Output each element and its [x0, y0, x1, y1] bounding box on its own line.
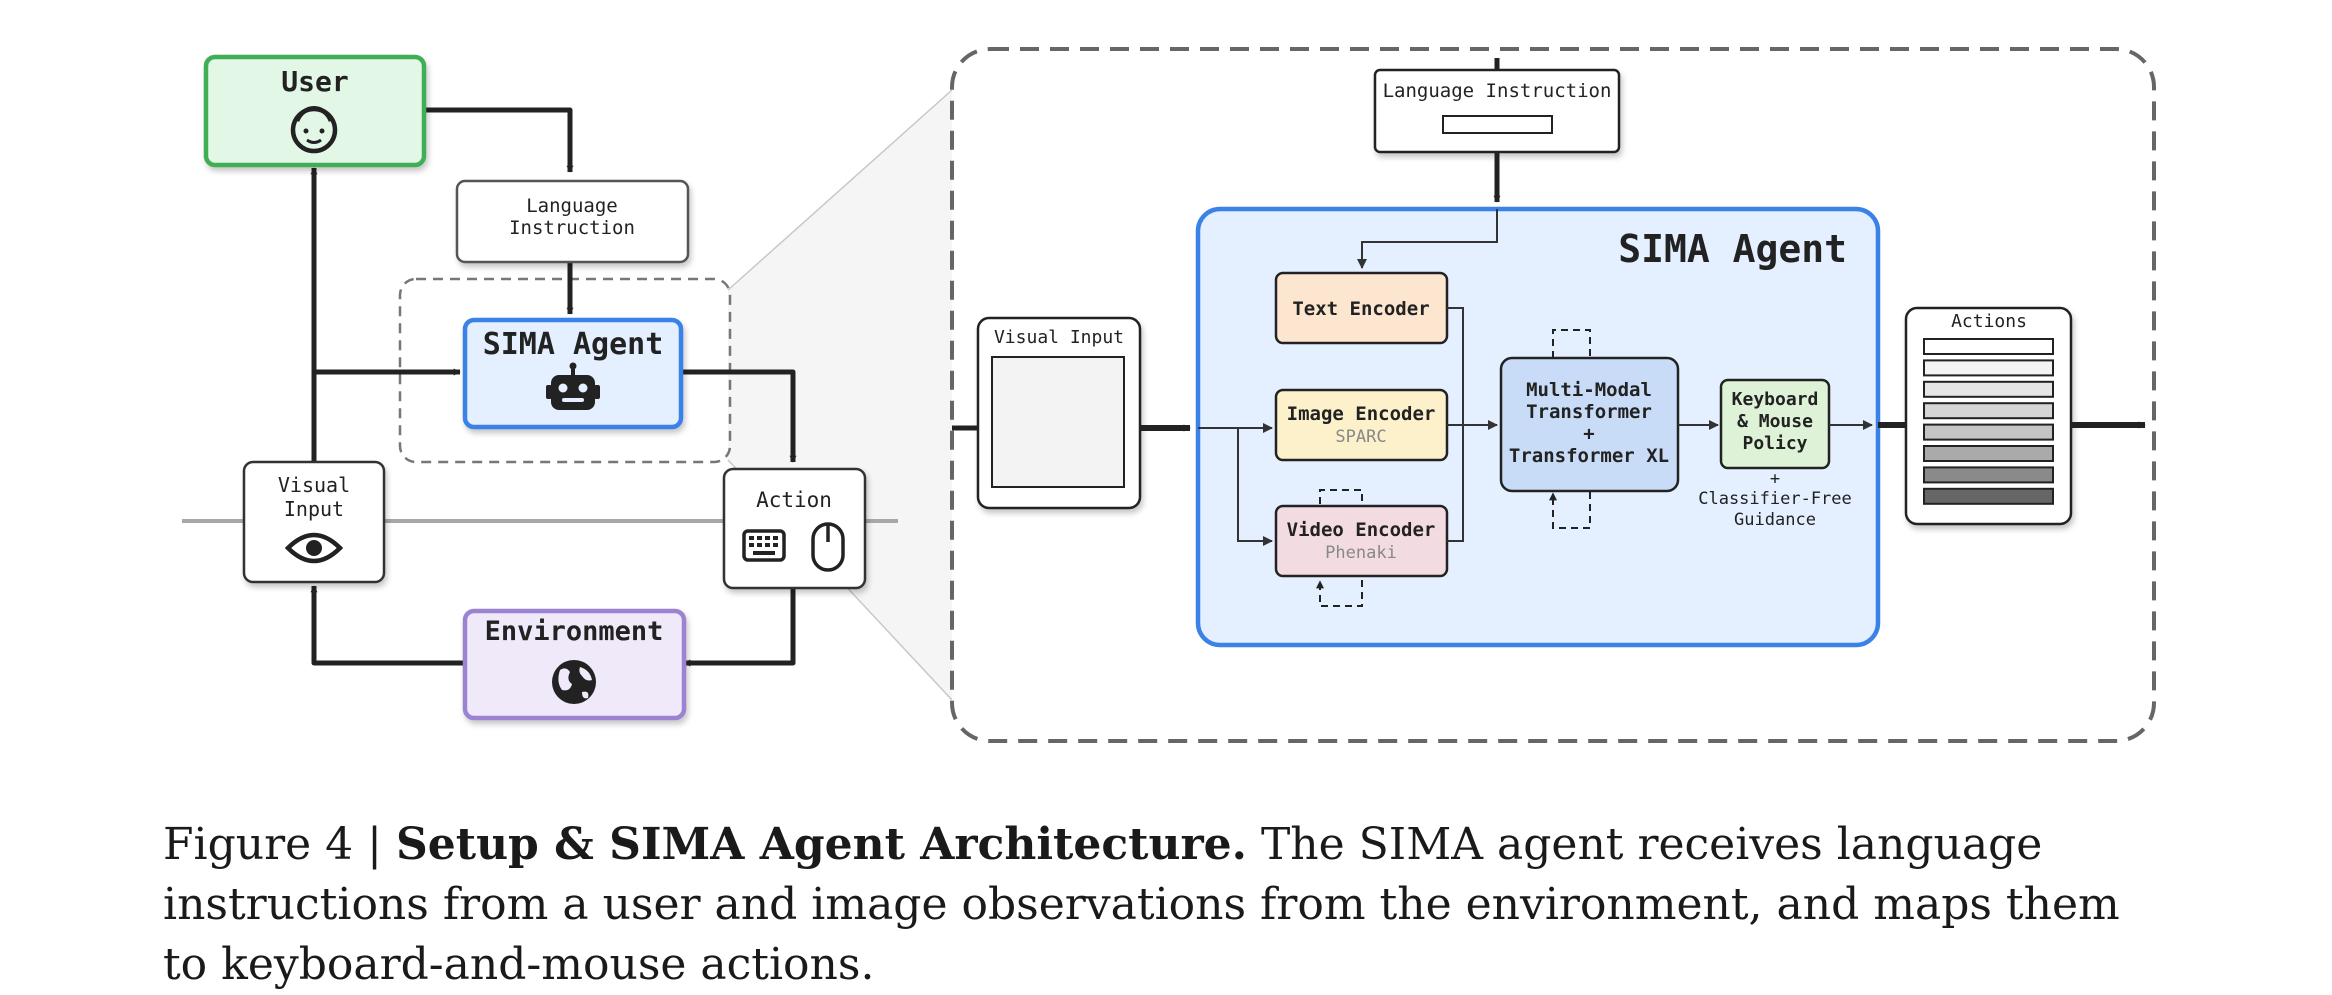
video-encoder-label: Video Encoder: [1287, 519, 1436, 541]
zoom-projection: [728, 90, 952, 700]
image-encoder-label: Image Encoder: [1287, 403, 1436, 425]
action-bar: [1923, 445, 2054, 462]
transformer-line1: Multi-Modal: [1526, 379, 1652, 401]
policy-line1: Keyboard: [1732, 389, 1819, 410]
globe-icon: [552, 660, 596, 704]
actions-panel: Actions: [1904, 306, 2073, 526]
action-to-environment-arrow: [683, 588, 796, 667]
agent-to-action-arrow: [681, 369, 797, 463]
face-icon: [290, 106, 338, 154]
image-encoder-box: Image Encoder SPARC: [1274, 388, 1449, 462]
action-bar: [1923, 487, 2054, 505]
visual-frame: [991, 356, 1125, 488]
sima-agent-label: SIMA Agent: [483, 327, 664, 362]
policy-box: Keyboard & Mouse Policy: [1719, 378, 1831, 470]
visual-input-panel: Visual Input: [976, 316, 1142, 510]
visual-input-box: Visual Input: [242, 460, 386, 584]
transformer-line4: Transformer XL: [1509, 445, 1669, 467]
language-instruction-line2: Instruction: [509, 217, 635, 239]
visual-input-line1: Visual: [278, 473, 350, 497]
user-box: User: [203, 54, 427, 168]
guidance-line1: +: [1770, 469, 1780, 489]
transformer-line2: Transformer: [1526, 401, 1652, 423]
keyboard-icon: [742, 529, 786, 562]
environment-box: Environment: [462, 608, 687, 721]
transformer-box: Multi-Modal Transformer + Transformer XL: [1499, 356, 1680, 493]
visual-input-label-right: Visual Input: [994, 327, 1124, 348]
language-instruction-box: Language Instruction: [455, 179, 690, 264]
actions-label: Actions: [1951, 311, 2027, 332]
user-to-instruction-arrow: [424, 107, 574, 173]
action-bar: [1923, 423, 2054, 441]
text-encoder-box: Text Encoder: [1274, 271, 1449, 345]
action-bar: [1923, 402, 2054, 420]
architecture-diagram: User Language Instruction SIMA Agent: [182, 47, 2156, 743]
action-bar: [1923, 338, 2054, 355]
action-bar: [1923, 359, 2054, 377]
policy-line3: Policy: [1742, 433, 1807, 454]
video-encoder-sublabel: Phenaki: [1325, 543, 1397, 563]
text-encoder-label: Text Encoder: [1292, 298, 1429, 320]
visual-input-line2: Input: [284, 497, 344, 521]
video-encoder-box: Video Encoder Phenaki: [1274, 504, 1449, 578]
action-probability-bars: [1923, 338, 2054, 505]
sima-agent-box: SIMA Agent: [462, 317, 684, 430]
action-box: Action: [722, 467, 867, 590]
instruction-text-field: [1442, 115, 1553, 134]
caption-title: Setup & SIMA Agent Architecture.: [395, 819, 1247, 870]
guidance-line3: Guidance: [1734, 510, 1816, 530]
caption-label: Figure 4 |: [163, 819, 396, 870]
sima-agent-title: SIMA Agent: [1618, 227, 1847, 271]
eye-icon: [284, 532, 344, 564]
action-bar: [1923, 380, 2054, 398]
language-instruction-line1: Language: [526, 195, 618, 217]
environment-to-visual-arrow: [310, 585, 465, 666]
instruction-input-label: Language Instruction: [1383, 80, 1612, 102]
robot-icon: [546, 362, 600, 410]
transformer-line3: +: [1583, 423, 1594, 445]
action-label: Action: [756, 488, 832, 512]
figure-caption: Figure 4 | Setup & SIMA Agent Architectu…: [163, 815, 2173, 995]
mouse-icon: [811, 522, 845, 572]
user-label: User: [281, 65, 348, 98]
image-encoder-sublabel: SPARC: [1335, 427, 1386, 447]
policy-line2: & Mouse: [1737, 411, 1813, 432]
instruction-input-box: Language Instruction: [1373, 68, 1621, 154]
environment-label: Environment: [485, 616, 664, 647]
action-bar: [1923, 466, 2054, 484]
guidance-line2: Classifier-Free: [1698, 489, 1852, 509]
